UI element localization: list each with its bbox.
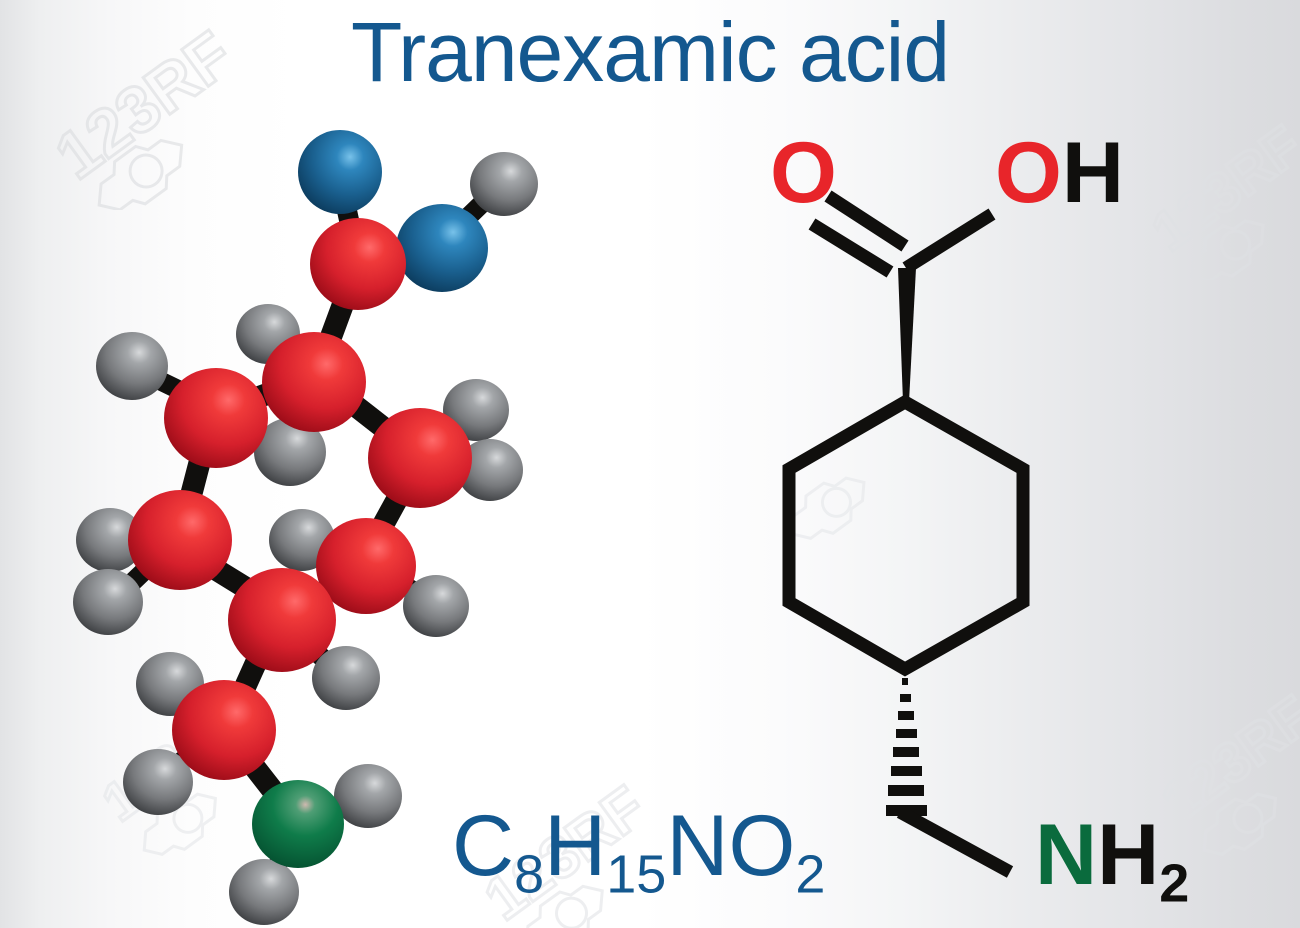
- wedge-bond-hashed: [886, 678, 927, 816]
- formula-carbon: C: [452, 798, 515, 894]
- amine-label: NH2: [1035, 812, 1189, 926]
- hydroxyl-hydrogen-label: H: [1061, 125, 1125, 221]
- amine-hydrogen-count: 2: [1159, 853, 1190, 914]
- formula-oxygen-count: 2: [795, 844, 826, 905]
- amine-single-bond: [896, 806, 1014, 878]
- model-carbon-atoms: [128, 218, 472, 780]
- formula-hydrogen-count: 15: [606, 844, 667, 905]
- formula-oxygen: O: [728, 798, 796, 894]
- hydroxyl-oxygen-label: O: [995, 125, 1062, 221]
- carbonyl-double-bond: [808, 190, 909, 278]
- hydroxyl-label: OH: [995, 130, 1124, 216]
- formula-carbon-count: 8: [514, 844, 545, 905]
- amine-hydrogen-label: H: [1097, 807, 1160, 903]
- hydroxyl-single-bond: [902, 208, 996, 274]
- model-oxygen-atoms: [298, 130, 488, 292]
- wedge-bond-solid: [898, 268, 916, 402]
- model-nitrogen-atom: [252, 780, 344, 868]
- formula-hydrogen: H: [544, 798, 607, 894]
- page-title: Tranexamic acid: [350, 5, 950, 99]
- cyclohexane-ring: [782, 394, 1030, 677]
- amine-nitrogen-label: N: [1035, 807, 1098, 903]
- formula-nitrogen: N: [666, 798, 729, 894]
- molecular-formula: C8H15NO2: [452, 800, 825, 920]
- carbonyl-oxygen-label: O: [770, 125, 837, 221]
